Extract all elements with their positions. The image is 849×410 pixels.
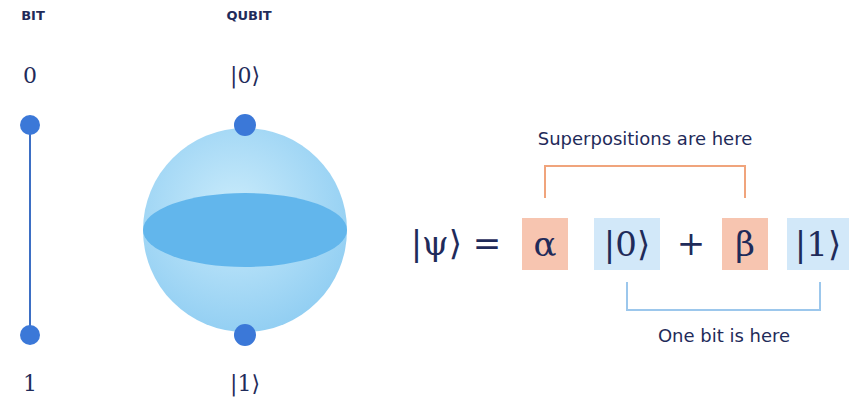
pole-dot	[234, 114, 256, 136]
bracket-label: One bit is here	[658, 326, 790, 346]
column-heading: QUBIT	[226, 9, 271, 23]
basis-box: |0⟩	[594, 218, 660, 270]
bloch-sphere	[143, 128, 347, 332]
formula-term: β	[735, 227, 755, 261]
bottom-bracket	[627, 282, 820, 310]
pole-dot	[234, 324, 256, 346]
formula-term: α	[534, 227, 557, 261]
bit-value: 0	[23, 64, 37, 88]
bracket-label: Superpositions are here	[538, 129, 753, 149]
formula-term: |0⟩	[604, 227, 650, 261]
formula-term: |1⟩	[795, 227, 841, 261]
state-symbol: |ψ⟩ =	[411, 225, 502, 262]
sphere-equator	[143, 193, 347, 267]
coefficient-box: α	[522, 218, 568, 270]
basis-box: |1⟩	[787, 218, 849, 270]
bit-line	[29, 125, 31, 335]
bit-value: 1	[23, 372, 37, 396]
plus-sign: +	[677, 225, 706, 262]
bit-dot	[20, 325, 40, 345]
top-bracket	[545, 166, 745, 198]
coefficient-box: β	[722, 218, 768, 270]
column-heading: BIT	[21, 9, 45, 23]
ket-label: |1⟩	[230, 372, 260, 396]
bit-dot	[20, 115, 40, 135]
ket-label: |0⟩	[230, 64, 260, 88]
